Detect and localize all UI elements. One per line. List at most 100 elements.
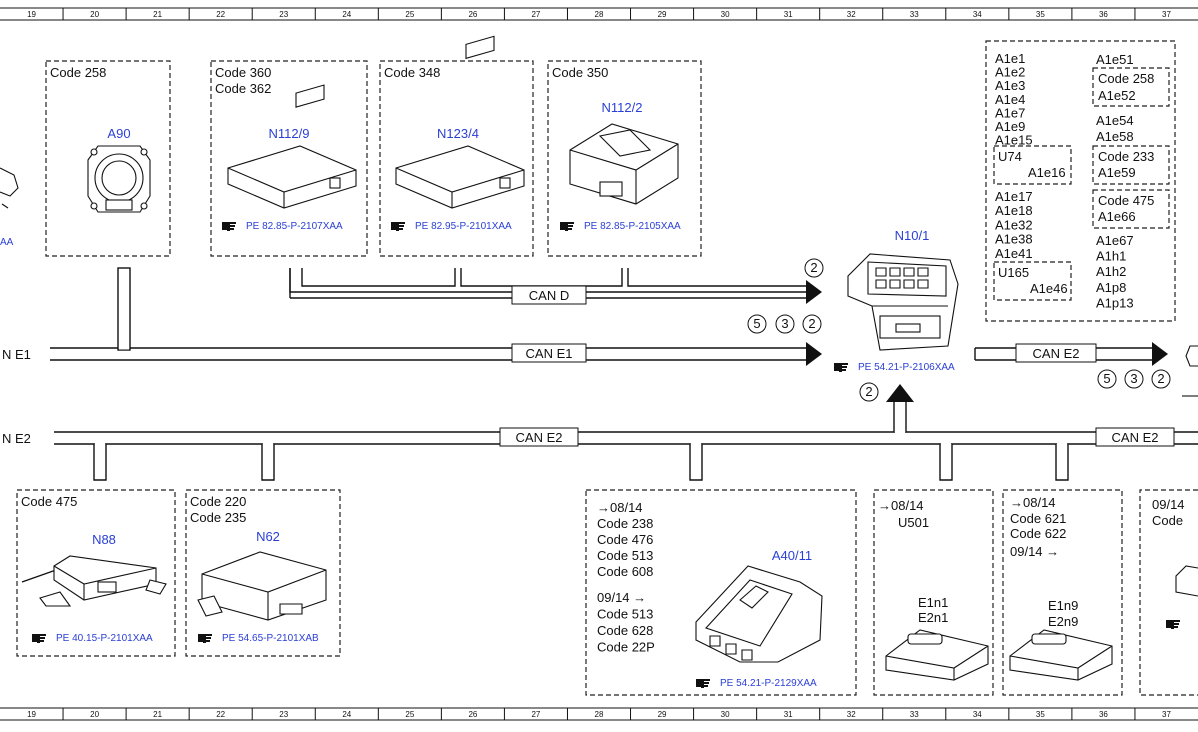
a40-11-code-line: Code 513 (597, 607, 653, 622)
module-n88[interactable]: Code 475 N88 PE 40.15-P-2101XAA (16, 489, 176, 657)
code475-item: A1e66 (1098, 209, 1136, 224)
can-e1-left-label: N E1 (2, 347, 31, 362)
a40-11-code-line: Code 476 (597, 532, 653, 547)
a40-11-code-line: Code 513 (597, 548, 653, 563)
n112-2-name: N112/2 (602, 100, 643, 115)
n62-component-icon (197, 551, 327, 621)
ruler-col-label: 25 (405, 710, 414, 719)
e1n9-line-2: Code 621 (1010, 511, 1066, 526)
ruler-col-label: 29 (658, 10, 667, 19)
equipment-item: A1h1 (1096, 249, 1126, 264)
can-e1-label: CAN E1 (526, 346, 573, 361)
edge-right-partial (1182, 345, 1198, 397)
n112-9-ref[interactable]: PE 82.85-P-2107XAA (246, 221, 343, 232)
ruler-col-label: 33 (910, 10, 919, 19)
module-e1n9[interactable]: →08/14 Code 621 Code 622 09/14 → E1n9 E2… (1002, 489, 1123, 696)
edge-left-partial: AA (0, 167, 19, 248)
ruler-col-label: 30 (721, 710, 730, 719)
can-d-label: CAN D (529, 288, 569, 303)
n88-code: Code 475 (21, 494, 77, 509)
equipment-item: A1e9 (995, 119, 1025, 134)
n10-1-name: N10/1 (895, 228, 930, 243)
ruler-col-label: 31 (784, 10, 793, 19)
module-edge-right[interactable]: 09/14 Code (1139, 489, 1198, 696)
u501-part-2: E2n1 (918, 610, 948, 625)
u165-item: A1e46 (1030, 281, 1068, 296)
equipment-item: A1e41 (995, 246, 1033, 261)
equipment-item: A1e18 (995, 203, 1033, 218)
n88-component-icon (21, 555, 167, 607)
ruler-col-label: 28 (595, 710, 604, 719)
ruler-col-label: 27 (531, 10, 540, 19)
ruler-col-label: 33 (910, 710, 919, 719)
n88-name: N88 (92, 532, 116, 547)
marker-can-e1-2: 3 (781, 316, 788, 331)
bus-lines (0, 267, 1198, 481)
ruler-col-label: 34 (973, 710, 982, 719)
n10-1-component-icon (847, 253, 959, 351)
ruler-col-label: 22 (216, 10, 225, 19)
n10-1-ref[interactable]: PE 54.21-P-2106XAA (858, 362, 955, 373)
module-n112-9[interactable]: Code 360 Code 362 N112/9 PE 82.85-P-2107… (210, 60, 368, 257)
u501-line-1: →08/14 (878, 498, 924, 513)
module-n10-1[interactable]: N10/1 PE 54.21-P-2106XAA (834, 228, 959, 373)
module-n62[interactable]: Code 220 Code 235 N62 PE 54.65-P-2101XAB (185, 489, 341, 657)
a40-11-code-line: Code 238 (597, 516, 653, 531)
equipment-item: A1e17 (995, 189, 1033, 204)
equipment-item: A1e15 (995, 133, 1033, 148)
module-n112-2[interactable]: Code 350 N112/2 PE 82.85-P-2105XAA (547, 60, 702, 257)
n88-ref[interactable]: PE 40.15-P-2101XAA (56, 633, 153, 644)
equipment-item: A1h2 (1096, 264, 1126, 279)
n62-ref[interactable]: PE 54.65-P-2101XAB (222, 633, 319, 644)
edge-aa-text: AA (0, 237, 14, 248)
u501-part-1: E1n1 (918, 595, 948, 610)
equipment-item: A1e3 (995, 78, 1025, 93)
marker-can-e2-2: 3 (1130, 371, 1137, 386)
equipment-item: A1p8 (1096, 280, 1126, 295)
n112-2-component-icon (569, 123, 679, 205)
n112-9-code-2: Code 362 (215, 81, 271, 96)
a40-11-ref[interactable]: PE 54.21-P-2129XAA (720, 678, 817, 689)
marker-can-e2-in: 2 (865, 384, 872, 399)
ruler-col-label: 20 (90, 10, 99, 19)
a90-name: A90 (107, 126, 130, 141)
n123-4-ref[interactable]: PE 82.95-P-2101XAA (415, 221, 512, 232)
module-a90[interactable]: Code 258 A90 (45, 60, 171, 257)
equipment-item: A1e1 (995, 51, 1025, 66)
equipment-item: A1e7 (995, 105, 1025, 120)
n112-2-code: Code 350 (552, 65, 608, 80)
ruler-col-label: 24 (342, 710, 351, 719)
equipment-item: A1e38 (995, 232, 1033, 247)
equipment-item: A1e67 (1096, 233, 1134, 248)
ruler-col-label: 30 (721, 10, 730, 19)
n62-code-2: Code 235 (190, 510, 246, 525)
u74-label: U74 (998, 149, 1022, 164)
u165-label: U165 (998, 265, 1029, 280)
equipment-item: A1e32 (995, 217, 1033, 232)
n112-2-ref[interactable]: PE 82.85-P-2105XAA (584, 221, 681, 232)
a40-11-code-line: Code 22P (597, 640, 655, 655)
ruler-col-label: 34 (973, 10, 982, 19)
module-u501[interactable]: →08/14 U501 E1n1 E2n1 (873, 489, 994, 696)
code233-item: A1e59 (1098, 165, 1136, 180)
code233-label: Code 233 (1098, 149, 1154, 164)
ruler-col-label: 23 (279, 710, 288, 719)
module-n123-4[interactable]: Code 348 N123/4 PE 82.95-P-2101XAA (379, 35, 534, 257)
e1n9-part-2: E2n9 (1048, 614, 1078, 629)
ruler-col-label: 21 (153, 10, 162, 19)
u501-line-2: U501 (898, 515, 929, 530)
a40-11-code-line: →08/14 (597, 500, 643, 515)
equipment-item: A1p13 (1096, 295, 1134, 310)
ruler-col-label: 32 (847, 710, 856, 719)
ruler-col-label: 26 (468, 10, 477, 19)
ruler-col-label: 37 (1162, 10, 1171, 19)
ruler-col-label: 29 (658, 710, 667, 719)
